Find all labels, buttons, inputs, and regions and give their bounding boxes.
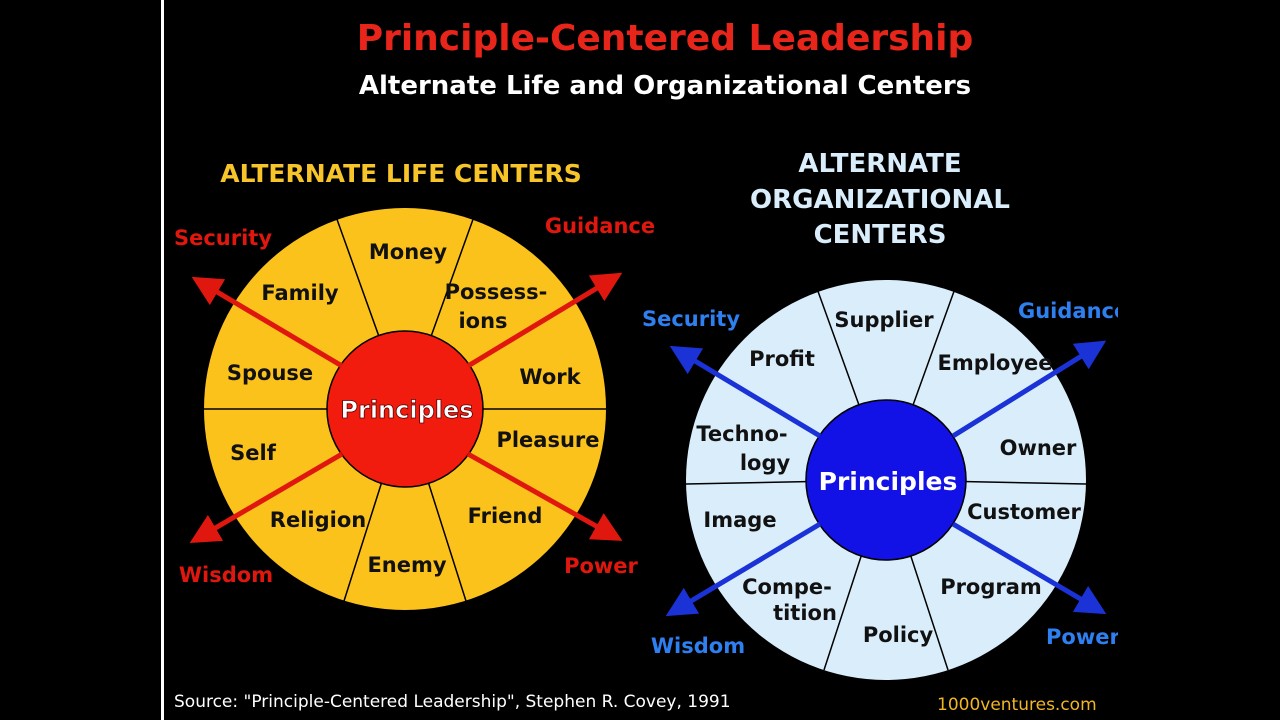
life-direction-labels: Security Guidance Wisdom Power (174, 214, 655, 587)
life-segment-possessions-line2: ions (458, 309, 507, 333)
letterbox-right (1118, 0, 1280, 720)
org-core (805, 399, 967, 561)
org-segment-labels: Supplier Profit Employee Techno- logy Ow… (696, 308, 1081, 647)
letterbox-left (0, 0, 161, 720)
life-direction-wisdom: Wisdom (179, 563, 273, 587)
org-arrow-security (669, 345, 822, 439)
life-segment-pleasure: Pleasure (496, 428, 599, 452)
org-segment-customer: Customer (967, 500, 1081, 524)
life-direction-power: Power (564, 554, 638, 578)
life-arrows (189, 272, 623, 544)
org-segment-competition-line2: tition (773, 601, 837, 625)
life-centers-diagram: ALTERNATE LIFE CENTERS Principles (174, 159, 655, 610)
org-segment-policy: Policy (863, 623, 934, 647)
life-centers-heading: ALTERNATE LIFE CENTERS (220, 159, 582, 188)
slide: Principle-Centered Leadership Alternate … (164, 0, 1118, 720)
org-heading-line3: CENTERS (814, 220, 947, 250)
life-arrow-power (466, 451, 623, 541)
org-arrow-guidance (951, 340, 1107, 439)
website-credit: 1000ventures.com (937, 695, 1097, 715)
page-title: Principle-Centered Leadership (357, 18, 974, 59)
life-arrow-security (191, 276, 344, 369)
life-segment-money: Money (369, 240, 448, 264)
org-direction-guidance: Guidance (1018, 299, 1118, 323)
org-segment-program: Program (940, 575, 1042, 599)
org-segment-technology-line2: logy (740, 451, 791, 475)
org-segment-competition-line1: Compe- (742, 575, 832, 599)
org-segment-supplier: Supplier (834, 308, 934, 332)
org-segment-employee: Employee (937, 351, 1052, 375)
life-arrow-wisdom (189, 451, 344, 544)
org-centers-diagram: ALTERNATE ORGANIZATIONAL CENTERS Princip… (642, 149, 1118, 680)
org-segment-image: Image (703, 508, 776, 532)
life-segment-spouse: Spouse (227, 361, 313, 385)
org-arrow-wisdom (665, 521, 822, 617)
life-direction-guidance: Guidance (545, 214, 655, 238)
life-core-label: Principles (340, 396, 473, 424)
life-direction-security: Security (174, 226, 272, 250)
org-segment-owner: Owner (1000, 436, 1077, 460)
org-arrows (665, 340, 1107, 617)
org-heading-line1: ALTERNATE (798, 149, 961, 179)
page-subtitle: Alternate Life and Organizational Center… (359, 71, 971, 101)
life-segment-labels: Money Family Possess- ions Spouse Work S… (227, 240, 600, 577)
diagram: Principle-Centered Leadership Alternate … (174, 18, 1118, 715)
life-segment-religion: Religion (270, 508, 366, 532)
org-direction-security: Security (642, 307, 740, 331)
life-segment-self: Self (230, 441, 277, 465)
org-direction-power: Power (1046, 625, 1118, 649)
life-segment-family: Family (261, 281, 339, 305)
slide-border (161, 0, 164, 720)
source-citation: Source: "Principle-Centered Leadership",… (174, 692, 731, 712)
life-segment-work: Work (519, 365, 581, 389)
life-core (326, 330, 484, 488)
org-heading-line2: ORGANIZATIONAL (750, 185, 1010, 215)
org-direction-labels: Security Guidance Wisdom Power (642, 299, 1118, 658)
life-segment-possessions-line1: Possess- (445, 280, 548, 304)
org-centers-heading: ALTERNATE ORGANIZATIONAL CENTERS (750, 149, 1010, 250)
org-direction-wisdom: Wisdom (651, 634, 745, 658)
life-segment-friend: Friend (468, 504, 543, 528)
life-segment-enemy: Enemy (367, 553, 446, 577)
org-segment-technology-line1: Techno- (696, 422, 787, 446)
org-core-label: Principles (819, 467, 958, 496)
life-arrow-guidance (466, 272, 623, 369)
org-segment-profit: Profit (749, 347, 815, 371)
org-arrow-power (951, 521, 1107, 615)
